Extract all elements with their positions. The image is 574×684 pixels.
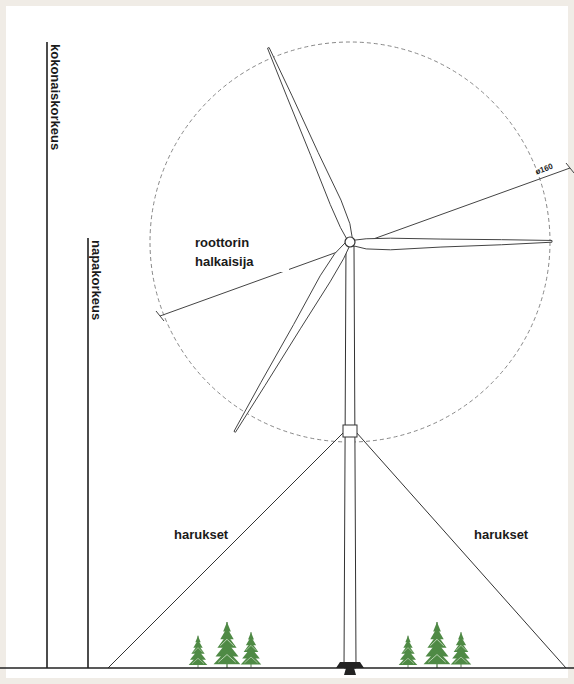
hub [345, 237, 355, 247]
foundation [336, 662, 364, 668]
trees [189, 622, 472, 668]
diameter-tick [566, 163, 574, 173]
rotor-diameter-label: roottorin halkaisija [193, 234, 289, 272]
guy-wire-label: harukset [472, 527, 530, 543]
foundation [344, 668, 356, 675]
guy-wire [108, 432, 344, 668]
hub-height-line [87, 238, 89, 668]
total-height-line [46, 42, 48, 668]
paper [6, 6, 568, 678]
guy-wire [356, 432, 566, 668]
tower-joint [343, 425, 357, 437]
total-height-label: kokonaiskorkeus [47, 44, 63, 150]
rotor-blade [350, 238, 552, 250]
diameter-line [160, 168, 570, 316]
guy-wire-label: harukset [172, 527, 230, 543]
hub-height-label: napakorkeus [88, 240, 104, 320]
rotor-blade [268, 48, 353, 243]
diameter-tick [156, 311, 164, 321]
ground-line [0, 667, 574, 669]
tower [344, 246, 356, 668]
